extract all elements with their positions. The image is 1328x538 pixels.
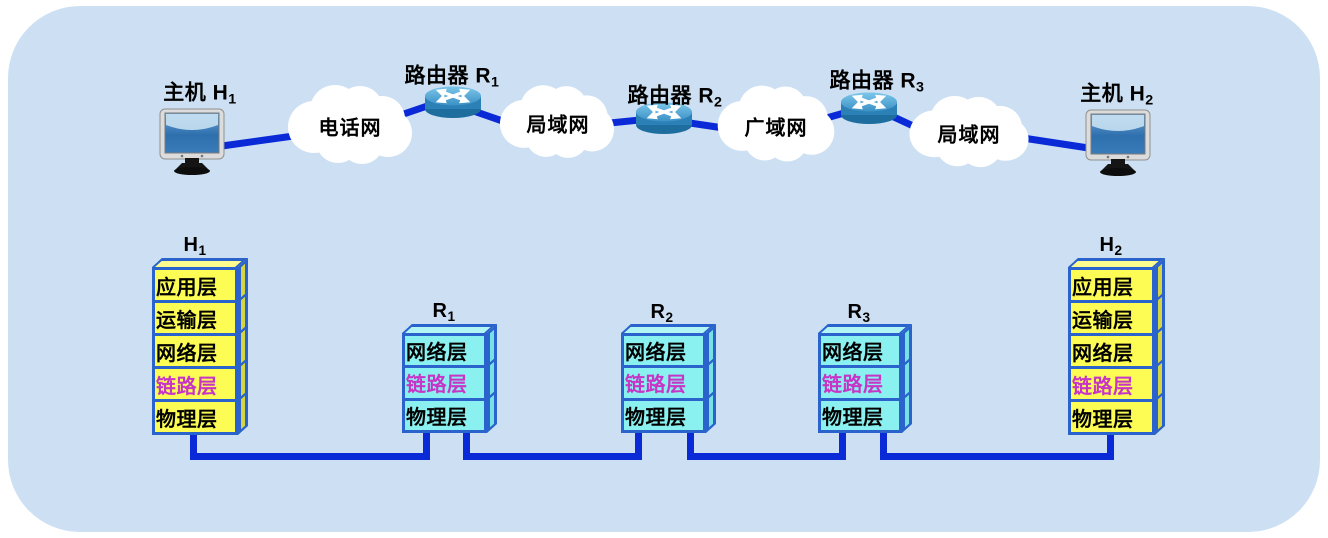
host-h2-monitor-icon [1085, 109, 1151, 177]
label-host-h2: 主机 H2 [1080, 82, 1154, 109]
connector-r2-r3 [687, 433, 846, 460]
router-r3-icon [841, 93, 897, 125]
layer-row-highlighted: 链路层 [405, 365, 484, 397]
host-h1-monitor-icon [159, 108, 225, 176]
stack-h2-front-face: 应用层 运输层 网络层 链路层 物理层 [1068, 267, 1155, 435]
stack-h1-top-face [152, 258, 248, 267]
stack-connector-lines [190, 433, 1114, 460]
layer-row: 物理层 [1071, 399, 1152, 432]
stack-h2-side-face [1155, 257, 1165, 435]
layer-row: 应用层 [1072, 276, 1134, 299]
connector-h1-r1 [190, 433, 430, 460]
stack-h1-front-face: 应用层 运输层 网络层 链路层 物理层 [152, 267, 238, 435]
stack-h2-top-face [1068, 258, 1165, 267]
layer-row: 物理层 [821, 397, 899, 430]
layer-row: 运输层 [1071, 300, 1152, 333]
label-phone-network: 电话网 [318, 117, 382, 140]
stack-r3-side-face [902, 323, 912, 433]
label-stack-h2: H2 [1099, 234, 1123, 258]
layer-row-highlighted: 链路层 [624, 365, 703, 397]
stack-r1-side-face [487, 323, 497, 433]
stack-h2: 应用层 运输层 网络层 链路层 物理层 [1068, 257, 1165, 435]
label-lan2: 局域网 [937, 124, 1001, 147]
layer-row: 物理层 [405, 397, 484, 430]
layer-row-highlighted: 链路层 [821, 365, 899, 397]
router-r1-icon [425, 87, 481, 119]
stack-r1-top-face [402, 324, 497, 333]
connector-r3-h2 [880, 433, 1114, 460]
label-host-h1: 主机 H1 [163, 81, 237, 108]
label-stack-r1: R1 [432, 300, 456, 324]
label-wan: 广域网 [744, 117, 808, 140]
layer-row: 物理层 [155, 399, 235, 432]
label-stack-r2: R2 [650, 301, 674, 325]
stack-h1-side-face [238, 257, 248, 435]
stack-r3-front-face: 网络层 链路层 物理层 [818, 333, 902, 433]
layer-row: 网络层 [406, 342, 468, 365]
layer-row-highlighted: 链路层 [1071, 366, 1152, 399]
connector-r1-r2 [463, 433, 642, 460]
stack-h1: 应用层 运输层 网络层 链路层 物理层 [152, 257, 248, 435]
layer-row-highlighted: 链路层 [155, 366, 235, 399]
stack-r3: 网络层 链路层 物理层 [818, 323, 912, 433]
stack-r1: 网络层 链路层 物理层 [402, 323, 497, 433]
layer-row: 运输层 [155, 300, 235, 333]
stack-r3-top-face [818, 324, 912, 333]
label-lan1: 局域网 [526, 114, 590, 137]
stack-r2-side-face [706, 323, 716, 433]
stack-r2-top-face [621, 324, 716, 333]
label-router-r3: 路由器 R3 [829, 69, 925, 96]
stack-r2: 网络层 链路层 物理层 [621, 323, 716, 433]
label-stack-h1: H1 [183, 234, 207, 258]
label-router-r1: 路由器 R1 [404, 64, 500, 91]
layer-row: 网络层 [625, 342, 687, 365]
layer-row: 网络层 [155, 333, 235, 366]
stack-r2-front-face: 网络层 链路层 物理层 [621, 333, 706, 433]
layer-row: 网络层 [822, 342, 884, 365]
label-stack-r3: R3 [847, 301, 871, 325]
layer-row: 应用层 [156, 276, 218, 299]
stack-r1-front-face: 网络层 链路层 物理层 [402, 333, 487, 433]
layer-row: 物理层 [624, 397, 703, 430]
layer-row: 网络层 [1071, 333, 1152, 366]
label-router-r2: 路由器 R2 [627, 84, 723, 111]
